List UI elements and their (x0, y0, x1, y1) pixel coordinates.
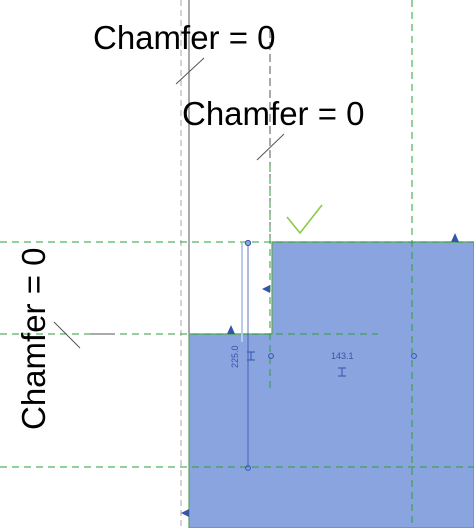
triangle-marker-icon[interactable] (451, 233, 459, 242)
circle-grip-icon[interactable] (411, 353, 417, 359)
solid-body[interactable] (188, 241, 474, 528)
dimension-i-icon[interactable] (338, 367, 346, 377)
chamfer-annotation-left[interactable]: Chamfer = 0 (15, 248, 52, 431)
slash-tick-icon (256, 133, 285, 161)
chamfer-annotation-top[interactable]: Chamfer = 0 (93, 19, 276, 56)
dimension-horizontal-value[interactable]: 143.1 (331, 351, 354, 361)
dimension-vertical-value[interactable]: 225.0 (230, 345, 240, 368)
triangle-marker-icon[interactable] (181, 509, 189, 517)
circle-grip-icon[interactable] (268, 353, 274, 359)
triangle-marker-icon[interactable] (262, 285, 270, 293)
circle-grip-icon[interactable] (245, 465, 251, 471)
slash-tick-icon (53, 321, 81, 349)
slash-tick-icon (175, 57, 205, 85)
circle-grip-icon[interactable] (244, 239, 252, 247)
dimension-i-icon[interactable] (247, 351, 255, 361)
triangle-marker-icon[interactable] (227, 325, 235, 334)
chamfer-annotation-middle[interactable]: Chamfer = 0 (182, 95, 365, 132)
checkmark-icon[interactable] (286, 204, 323, 235)
